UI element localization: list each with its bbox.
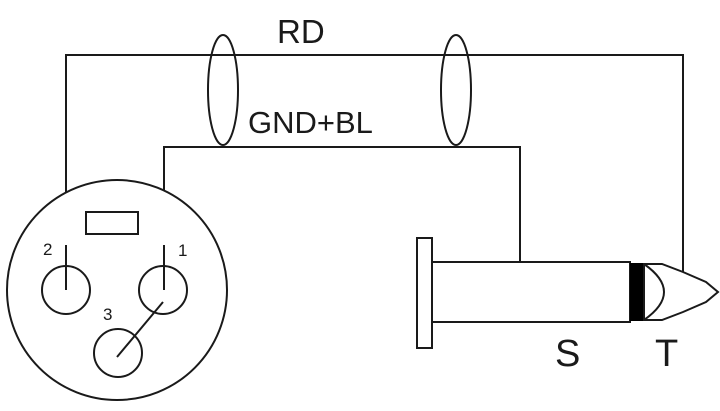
pin-1-label: 1 <box>178 241 187 260</box>
rd-label: RD <box>277 13 325 50</box>
jack-plug: S T <box>416 55 720 375</box>
pin-3-label: 3 <box>103 305 112 324</box>
tip-label: T <box>655 333 678 375</box>
cable-shield-right <box>440 34 472 146</box>
jack-sleeve <box>431 261 631 323</box>
jack-tip <box>643 263 720 321</box>
sleeve-label: S <box>555 333 580 375</box>
jack-insulator-band <box>630 263 644 321</box>
gnd-bl-label: GND+BL <box>248 105 373 140</box>
cable-shield-left <box>207 34 239 146</box>
jack-flange <box>416 237 433 349</box>
pin-2-label: 2 <box>43 240 52 259</box>
pin1-pin3-bridge <box>116 301 164 358</box>
jack-tip-neck <box>643 263 666 321</box>
xlr-connector: 2 1 3 <box>6 179 228 401</box>
xlr-key-slot <box>85 211 139 235</box>
xlr-body <box>6 179 228 401</box>
